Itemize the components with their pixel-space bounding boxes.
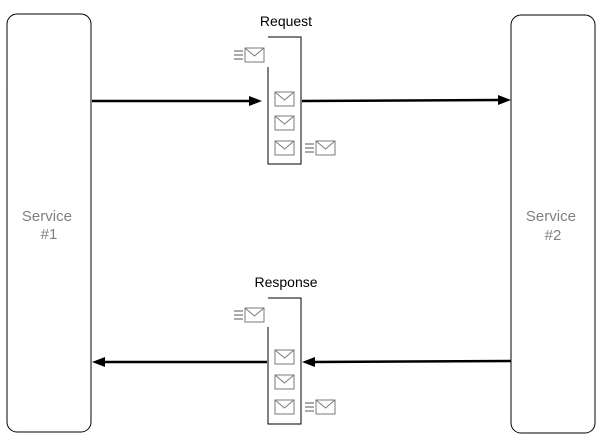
request-queue-title: Request [260, 13, 312, 29]
response-arrow-out [92, 357, 267, 367]
response-queue-bracket [267, 297, 302, 425]
response-queue-title: Response [254, 274, 317, 290]
service-2-box: Service #2 [510, 14, 596, 434]
incoming-message-icon [234, 48, 264, 62]
envelope-icon [274, 91, 295, 107]
envelope-icon [274, 349, 295, 365]
service-1-label: Service #1 [22, 208, 76, 243]
outgoing-message-icon [305, 400, 335, 414]
service-2-label: Service #2 [526, 208, 580, 244]
response-arrow-in [302, 357, 512, 367]
envelope-icon [274, 374, 295, 390]
service-1-box: Service #1 [6, 13, 92, 433]
incoming-message-icon [234, 308, 264, 322]
request-arrow-out [301, 95, 511, 105]
outgoing-message-icon [305, 141, 335, 155]
request-arrow-in [92, 96, 262, 106]
request-queue-bracket [267, 36, 302, 165]
response-queue: Response [234, 274, 335, 425]
envelope-icon [274, 140, 295, 156]
envelope-icon [274, 115, 295, 131]
request-queue: Request [234, 13, 335, 165]
envelope-icon [274, 399, 295, 415]
